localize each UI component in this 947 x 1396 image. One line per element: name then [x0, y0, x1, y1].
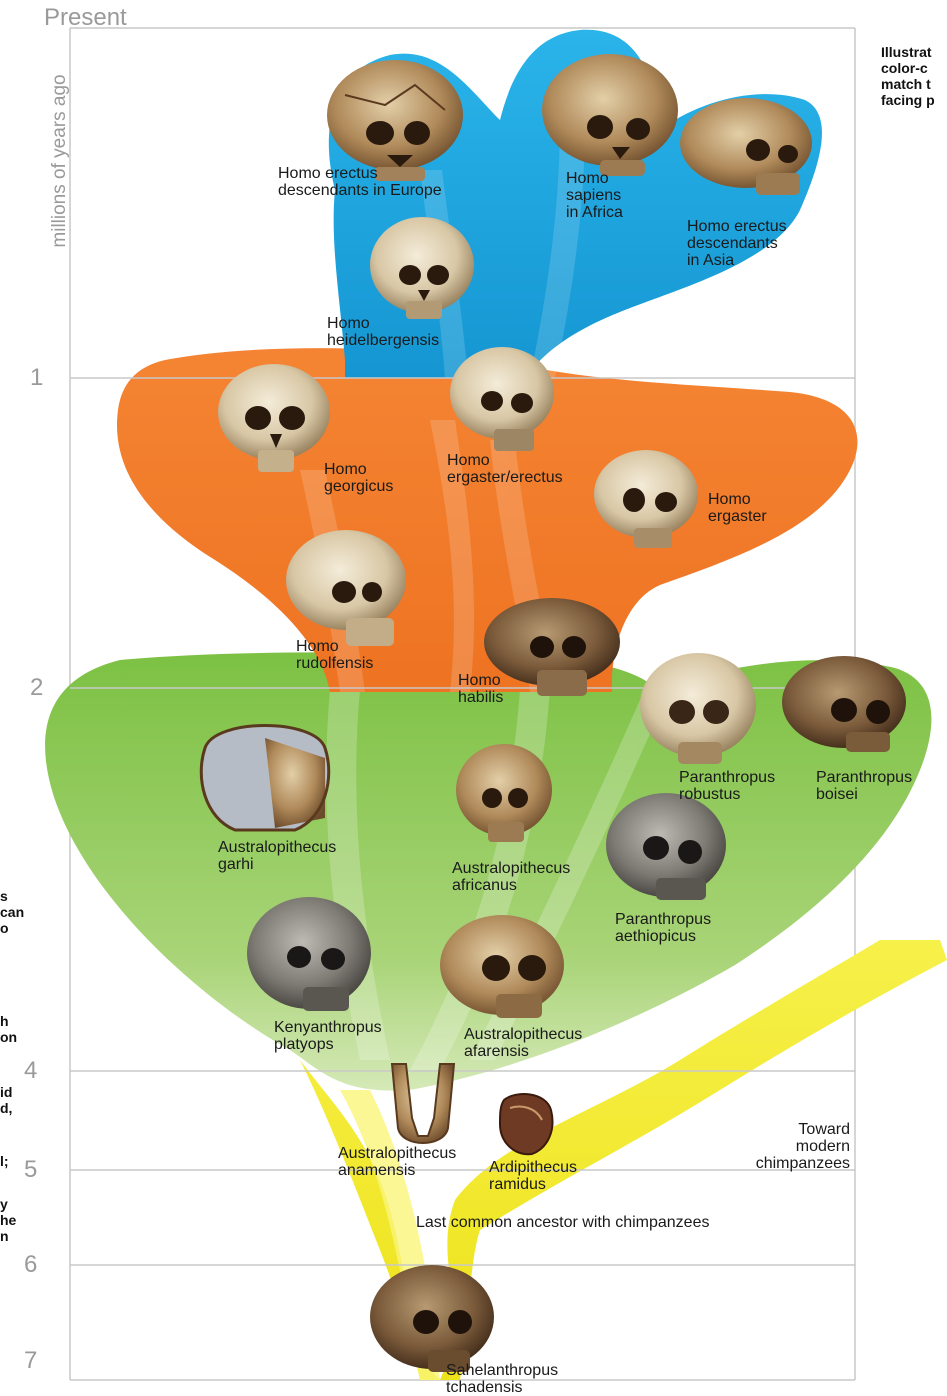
label-kenyanthropus-platyops: Kenyanthropus platyops	[274, 1019, 382, 1053]
label-homo-georgicus: Homo georgicus	[324, 461, 393, 495]
tick-7: 7	[24, 1347, 37, 1375]
label-homo-rudolfensis: Homo rudolfensis	[296, 638, 373, 672]
label-sahelanthropus: Sahelanthropus tchadensis	[446, 1362, 558, 1396]
label-paranthropus-aethiopicus: Paranthropus aethiopicus	[615, 911, 711, 945]
label-toward-chimpanzees: Toward modern chimpanzees	[732, 1121, 850, 1172]
label-paranthropus-boisei: Paranthropus boisei	[816, 769, 912, 803]
tick-5: 5	[24, 1156, 37, 1184]
tick-4: 4	[24, 1057, 37, 1085]
tick-6: 6	[24, 1251, 37, 1279]
label-homo-habilis: Homo habilis	[458, 672, 503, 706]
present-label: Present	[44, 4, 127, 32]
side-note-left-5: y he n	[0, 1196, 16, 1244]
tick-2: 2	[30, 674, 43, 702]
label-homo-erectus-europe: Homo erectus descendants in Europe	[278, 165, 442, 199]
side-note-right: Illustrat color-c match t facing p	[881, 44, 935, 108]
label-paranthropus-robustus: Paranthropus robustus	[679, 769, 775, 803]
label-australopithecus-afarensis: Australopithecus afarensis	[464, 1026, 582, 1060]
fossil-ardipithecus-ramidus	[500, 1094, 552, 1154]
label-homo-erectus-asia: Homo erectus descendants in Asia	[687, 218, 787, 269]
side-note-left-1: s can o	[0, 888, 24, 936]
side-note-left-4: l;	[0, 1153, 9, 1169]
side-note-left-3: id d,	[0, 1084, 12, 1116]
label-homo-ergaster: Homo ergaster	[708, 491, 767, 525]
skull-sahelanthropus	[370, 1265, 494, 1372]
label-australopithecus-africanus: Australopithecus africanus	[452, 860, 570, 894]
label-last-common-ancestor: Last common ancestor with chimpanzees	[416, 1214, 709, 1231]
axis-title: millions of years ago	[49, 71, 71, 251]
label-homo-ergaster-erectus: Homo ergaster/erectus	[447, 452, 563, 486]
label-ardipithecus-ramidus: Ardipithecus ramidus	[489, 1159, 577, 1193]
label-homo-heidelbergensis: Homo heidelbergensis	[327, 315, 439, 349]
side-note-left-2: h on	[0, 1013, 17, 1045]
tick-1: 1	[30, 364, 43, 392]
label-australopithecus-garhi: Australopithecus garhi	[218, 839, 336, 873]
label-australopithecus-anamensis: Australopithecus anamensis	[338, 1145, 456, 1179]
label-homo-sapiens: Homo sapiens in Africa	[566, 170, 623, 221]
skull-australopithecus-garhi	[201, 726, 329, 831]
